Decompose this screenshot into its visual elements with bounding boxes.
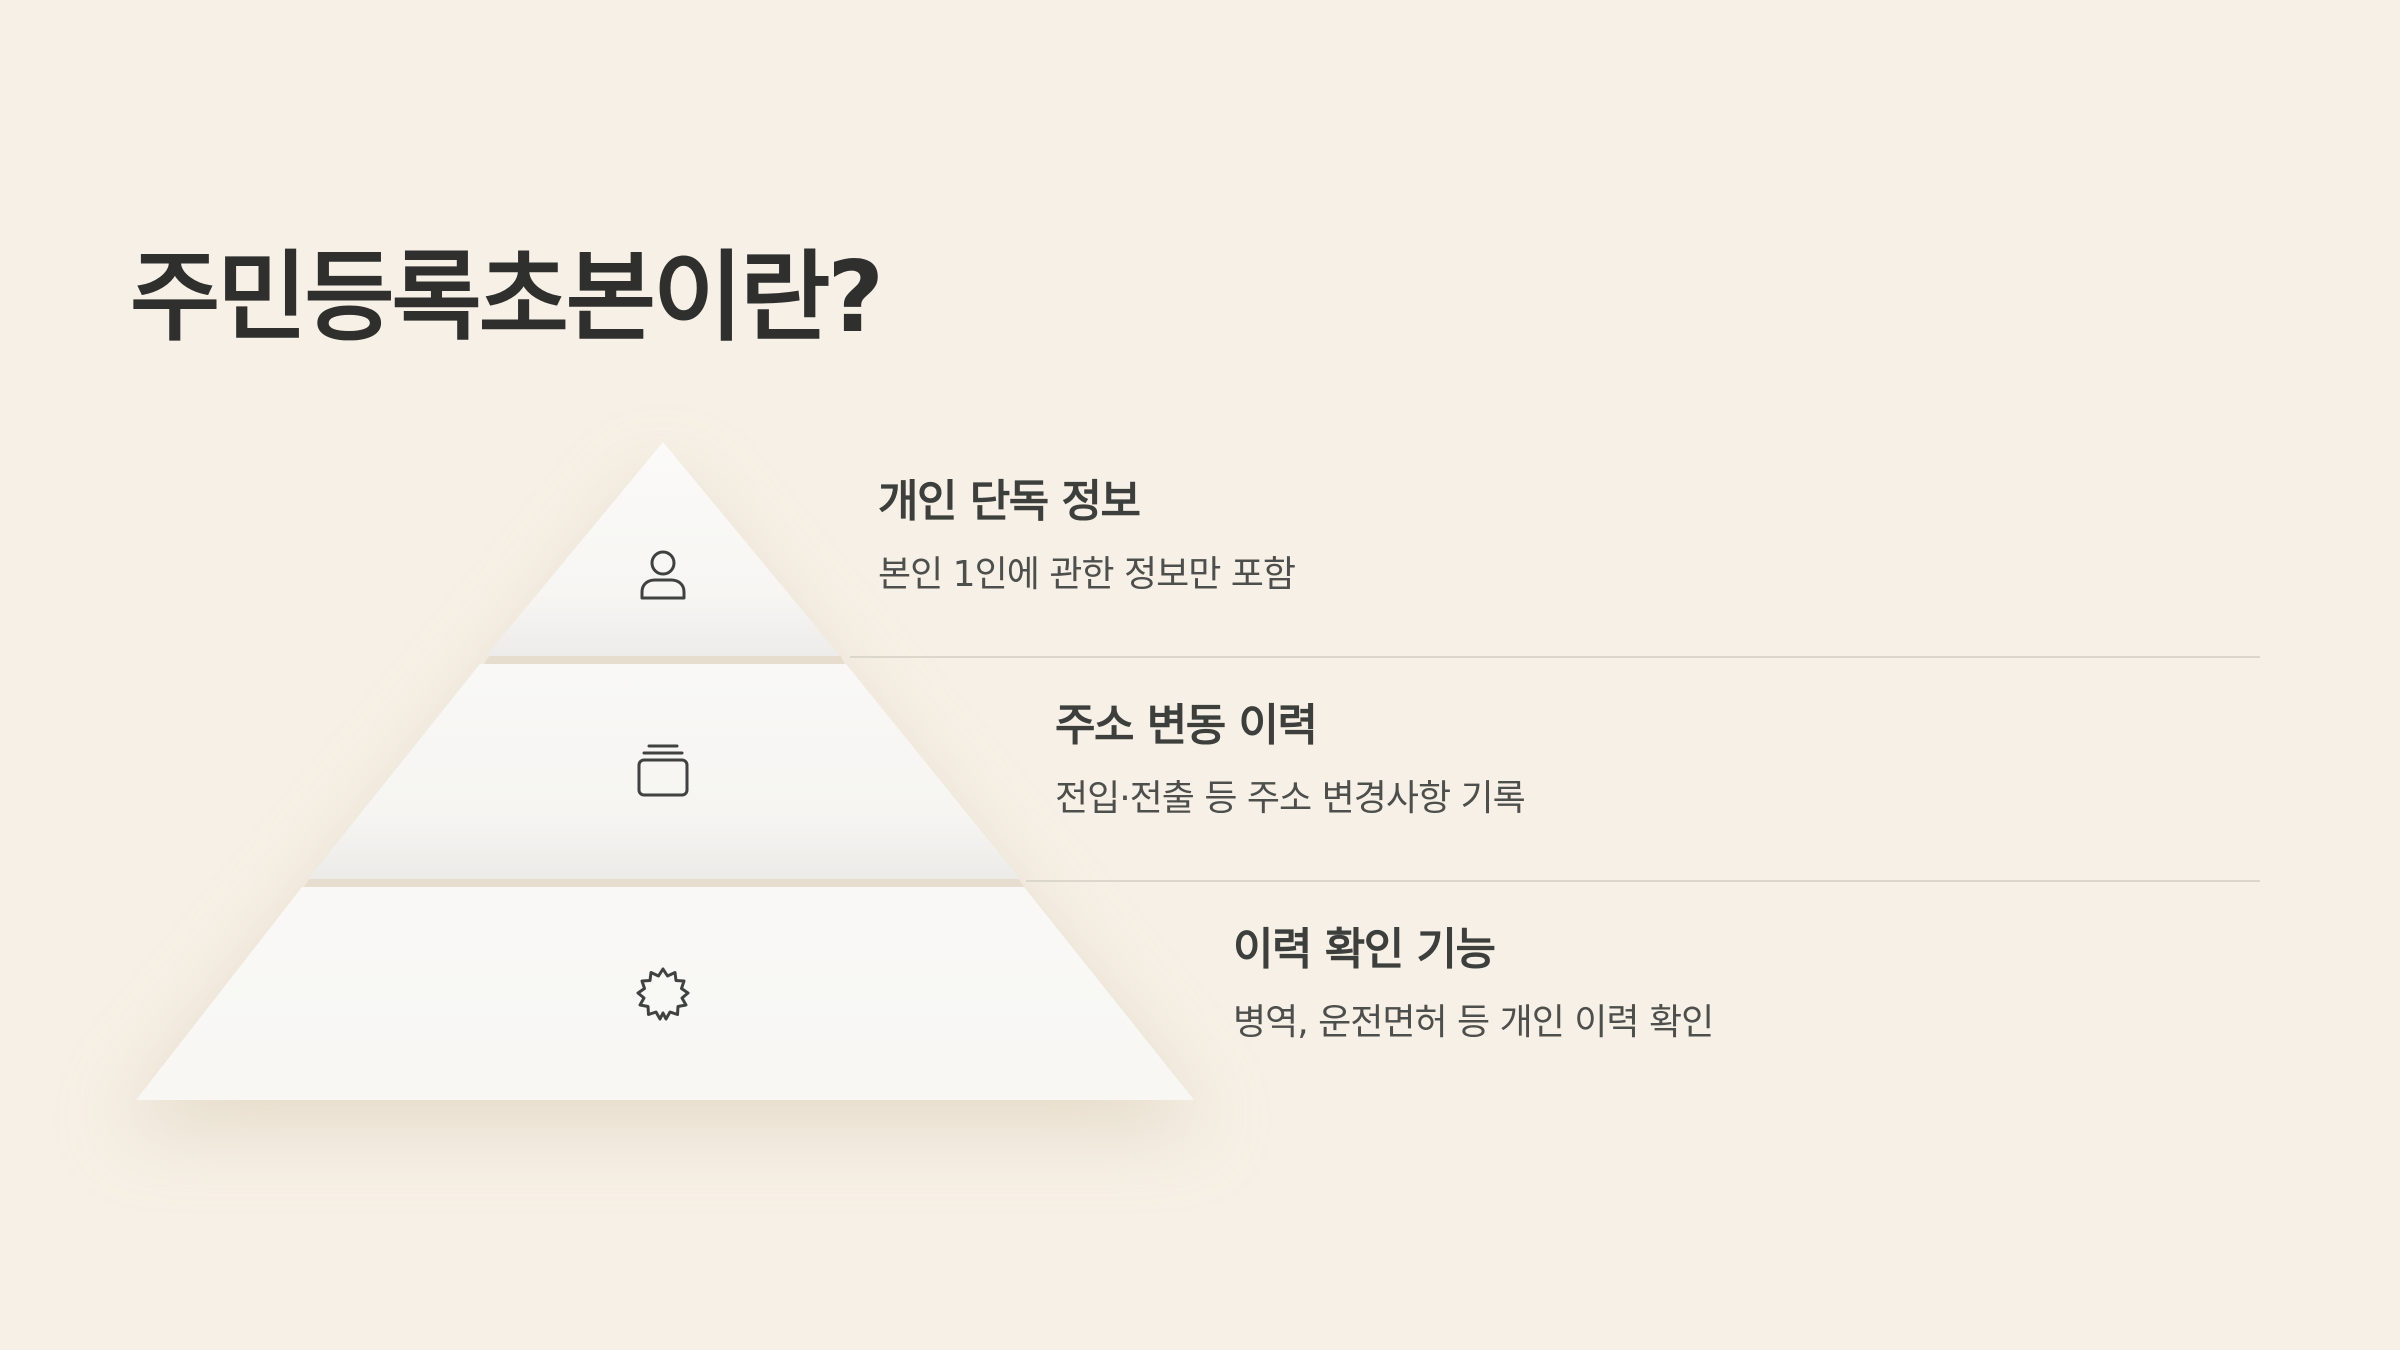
tier-1-heading: 개인 단독 정보 — [878, 476, 1141, 527]
tier-separator-top — [484, 655, 845, 664]
tier-separator-middle — [304, 878, 1024, 887]
page-title: 주민등록초본이란? — [130, 241, 884, 355]
tier-2-heading: 주소 변동 이력 — [1055, 700, 1318, 751]
tier-2-text: 주소 변동 이력 전입·전출 등 주소 변경사항 기록 — [1055, 700, 1526, 820]
stack-icon — [637, 744, 689, 797]
pyramid-tier-top — [486, 442, 840, 656]
tier-3-text: 이력 확인 기능 병역, 운전면허 등 개인 이력 확인 — [1233, 924, 1714, 1044]
divider-1 — [850, 656, 2260, 658]
user-icon — [640, 550, 686, 600]
divider-2 — [1026, 880, 2260, 882]
tier-2-description: 전입·전출 등 주소 변경사항 기록 — [1055, 777, 1526, 819]
tier-1-description: 본인 1인에 관한 정보만 포함 — [878, 553, 1296, 595]
tier-3-heading: 이력 확인 기능 — [1233, 924, 1496, 975]
pyramid-tier-bottom — [136, 887, 1194, 1100]
pyramid-tier-middle — [308, 664, 1020, 879]
badge-icon — [636, 967, 690, 1021]
tier-3-description: 병역, 운전면허 등 개인 이력 확인 — [1233, 1001, 1714, 1043]
tier-1-text: 개인 단독 정보 본인 1인에 관한 정보만 포함 — [878, 476, 1296, 596]
